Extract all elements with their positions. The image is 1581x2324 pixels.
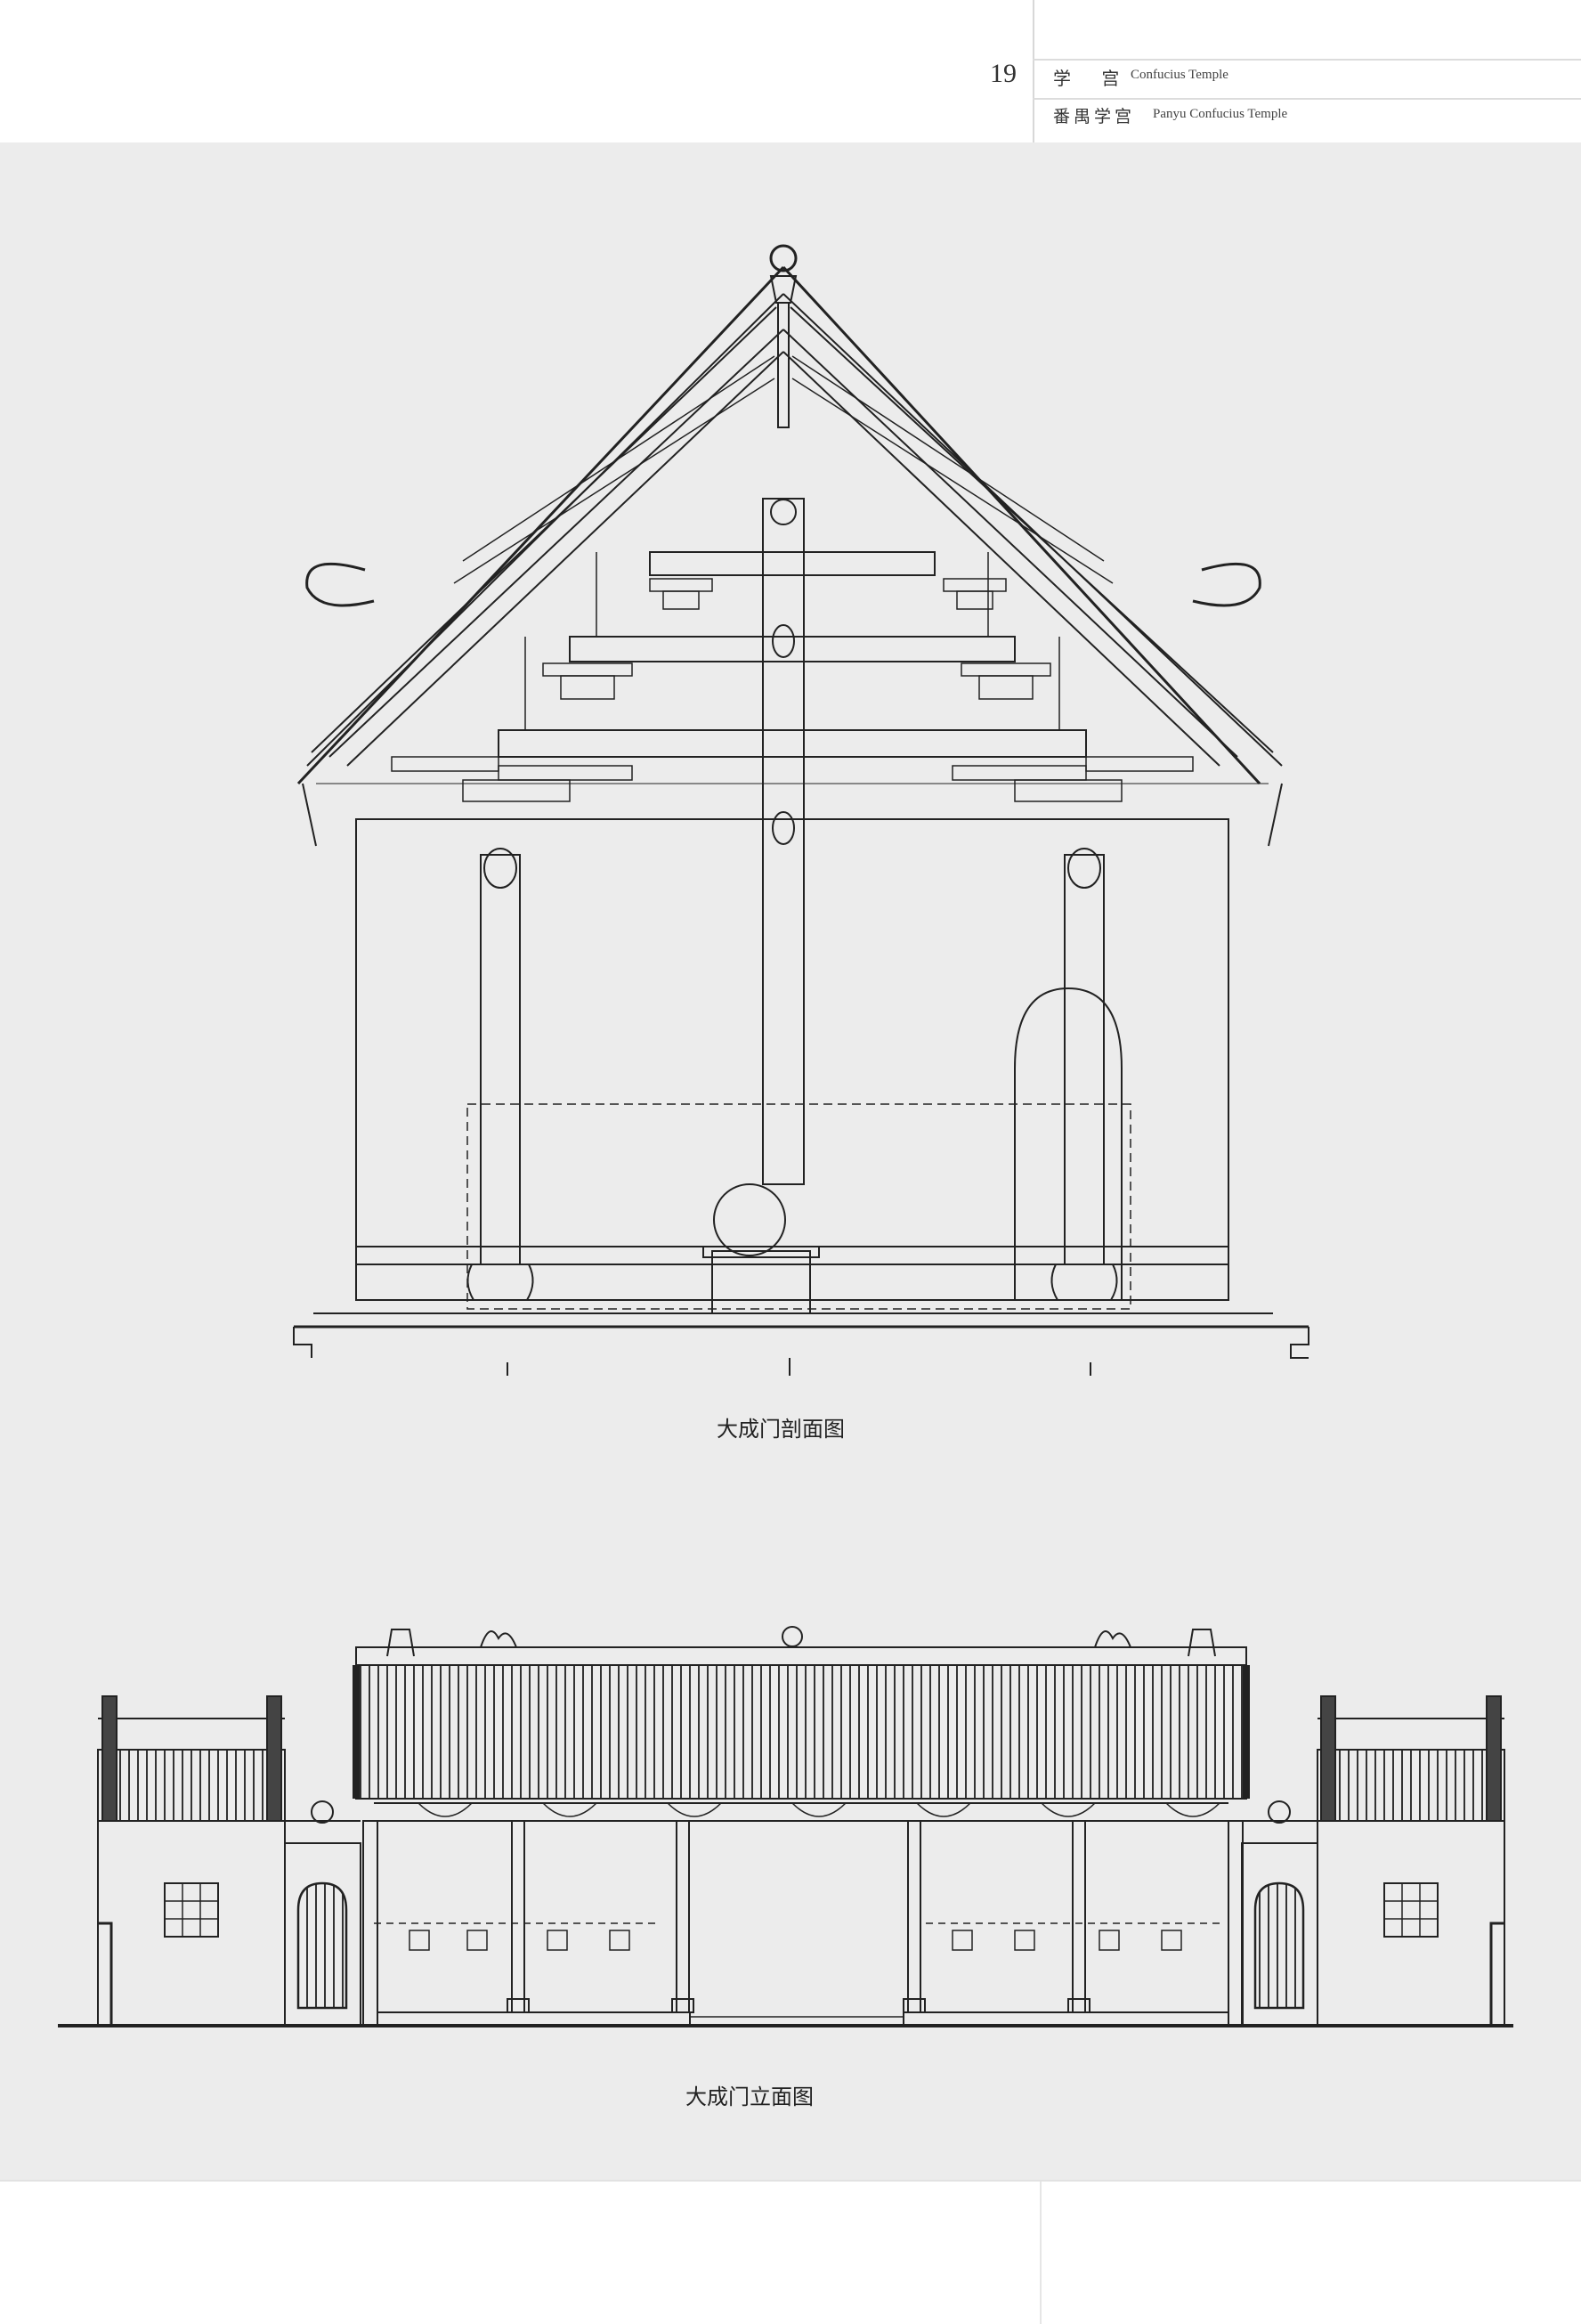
elevation-drawing-caption: 大成门立面图 (685, 2084, 814, 2109)
footer-divider-vertical (1040, 2182, 1042, 2324)
subsection-title-en: Panyu Confucius Temple (1153, 107, 1288, 121)
header-divider-middle (1033, 98, 1581, 100)
elevation-drawing (58, 1626, 1513, 2027)
section-drawing (293, 244, 1309, 1376)
page-number: 19 (990, 59, 1017, 88)
section-drawing-caption: 大成门剖面图 (717, 1417, 845, 1442)
page-header: 19 学 宫 Confucius Temple 番禺学宫 Panyu Confu… (0, 0, 1581, 142)
subsection-title-cn: 番禺学宫 (1053, 107, 1136, 126)
section-title-en: Confucius Temple (1131, 68, 1228, 82)
footer-divider (0, 2180, 1581, 2182)
header-divider-top (1033, 59, 1581, 61)
header-divider-vertical (1033, 0, 1034, 142)
section-title-cn: 学 宫 (1053, 68, 1132, 89)
